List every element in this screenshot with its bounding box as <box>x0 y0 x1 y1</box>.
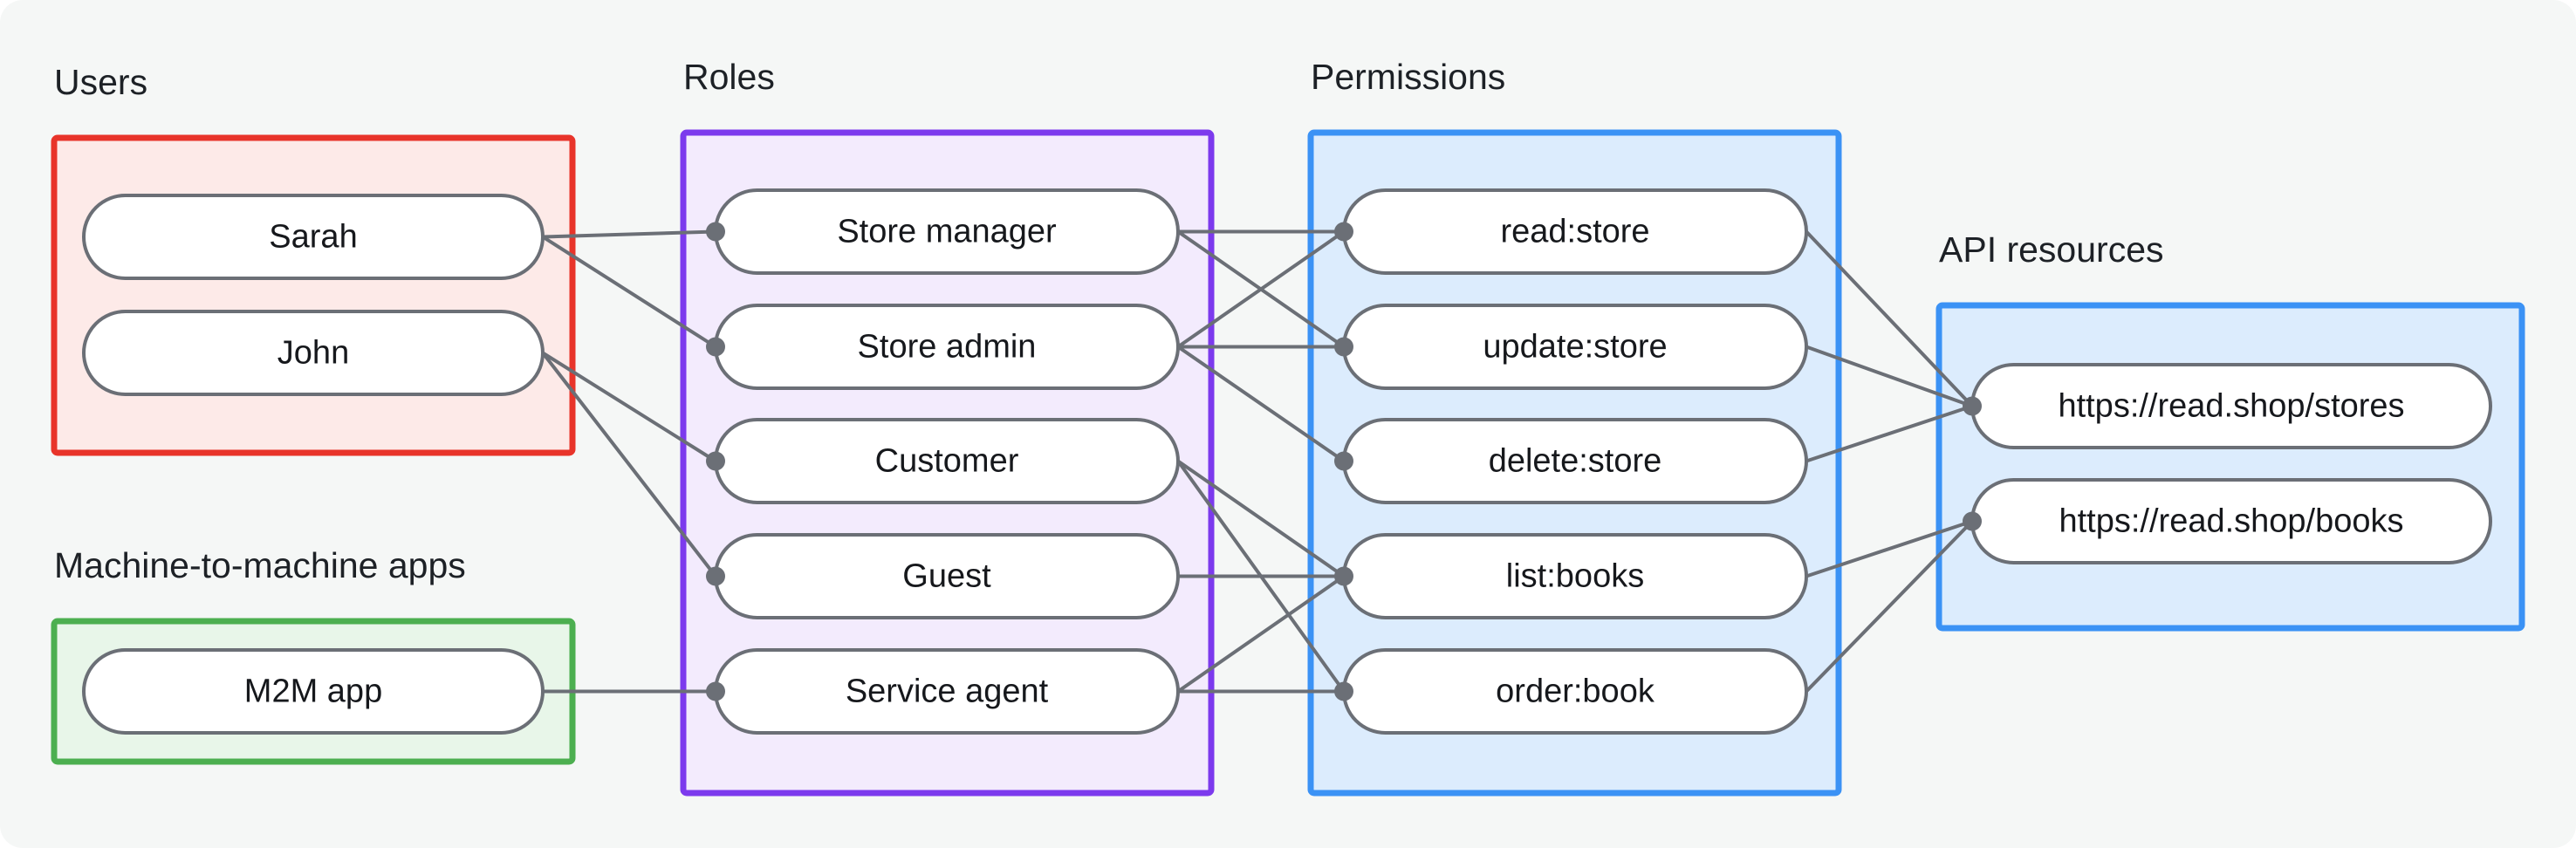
node-label-update-store: update:store <box>1483 329 1667 366</box>
node-sarah[interactable] <box>82 194 545 280</box>
node-label-api-stores: https://read.shop/stores <box>2058 388 2404 425</box>
node-label-read-store: read:store <box>1500 214 1649 250</box>
node-label-customer: Customer <box>875 443 1019 480</box>
edge-john-to-guest <box>541 352 717 578</box>
node-label-john: John <box>277 335 349 372</box>
edge-john-to-customer <box>541 351 717 463</box>
edge-anchor-api-books <box>1963 511 1982 531</box>
edge-anchor-update-store <box>1334 337 1353 357</box>
node-label-list-books: list:books <box>1506 558 1644 595</box>
edge-sarah-to-store-admin <box>541 235 717 349</box>
edge-order-book-to-api-books <box>1805 520 1974 693</box>
edge-read-store-to-api-stores <box>1805 230 1974 407</box>
group-label-api: API resources <box>1939 229 2164 270</box>
node-label-order-book: order:book <box>1496 674 1655 710</box>
node-label-guest: Guest <box>902 558 991 595</box>
edge-customer-to-list-books <box>1176 459 1346 578</box>
edge-anchor-delete-store <box>1334 451 1353 471</box>
edge-update-store-to-api-stores <box>1805 345 1973 408</box>
group-box-api <box>1935 302 2525 632</box>
edge-anchor-guest <box>706 566 725 586</box>
node-label-store-manager: Store manager <box>837 214 1057 250</box>
edge-anchor-service-agent <box>706 681 725 701</box>
node-label-m2m-app: M2M app <box>244 674 382 710</box>
edge-list-books-to-api-books <box>1805 519 1973 578</box>
node-label-sarah: Sarah <box>269 219 357 256</box>
edge-anchor-read-store <box>1334 222 1353 242</box>
node-label-service-agent: Service agent <box>846 674 1049 710</box>
edges-layer <box>541 229 1974 694</box>
edge-service-agent-to-list-books <box>1176 574 1346 694</box>
edge-anchor-list-books <box>1334 566 1353 586</box>
edge-anchor-store-admin <box>706 337 725 357</box>
anchors-layer <box>706 222 1982 701</box>
edge-anchor-store-manager <box>706 222 725 242</box>
edge-anchor-api-stores <box>1963 396 1982 416</box>
node-john[interactable] <box>82 310 545 396</box>
edge-store-admin-to-read-store <box>1176 229 1346 349</box>
node-m2m-app[interactable] <box>82 648 545 735</box>
group-label-roles: Roles <box>683 57 775 97</box>
edge-sarah-to-store-manager <box>542 229 716 239</box>
node-label-delete-store: delete:store <box>1489 443 1662 480</box>
edge-anchor-customer <box>706 451 725 471</box>
group-label-users: Users <box>54 62 147 102</box>
edge-store-admin-to-delete-store <box>1176 345 1346 463</box>
node-label-store-admin: Store admin <box>858 329 1037 366</box>
group-label-m2m: Machine-to-machine apps <box>54 545 466 585</box>
group-label-permissions: Permissions <box>1311 57 1505 97</box>
edge-anchor-order-book <box>1334 681 1353 701</box>
group-box-users <box>51 134 576 456</box>
node-label-api-books: https://read.shop/books <box>2059 503 2403 540</box>
edge-delete-store-to-api-stores <box>1805 404 1973 463</box>
